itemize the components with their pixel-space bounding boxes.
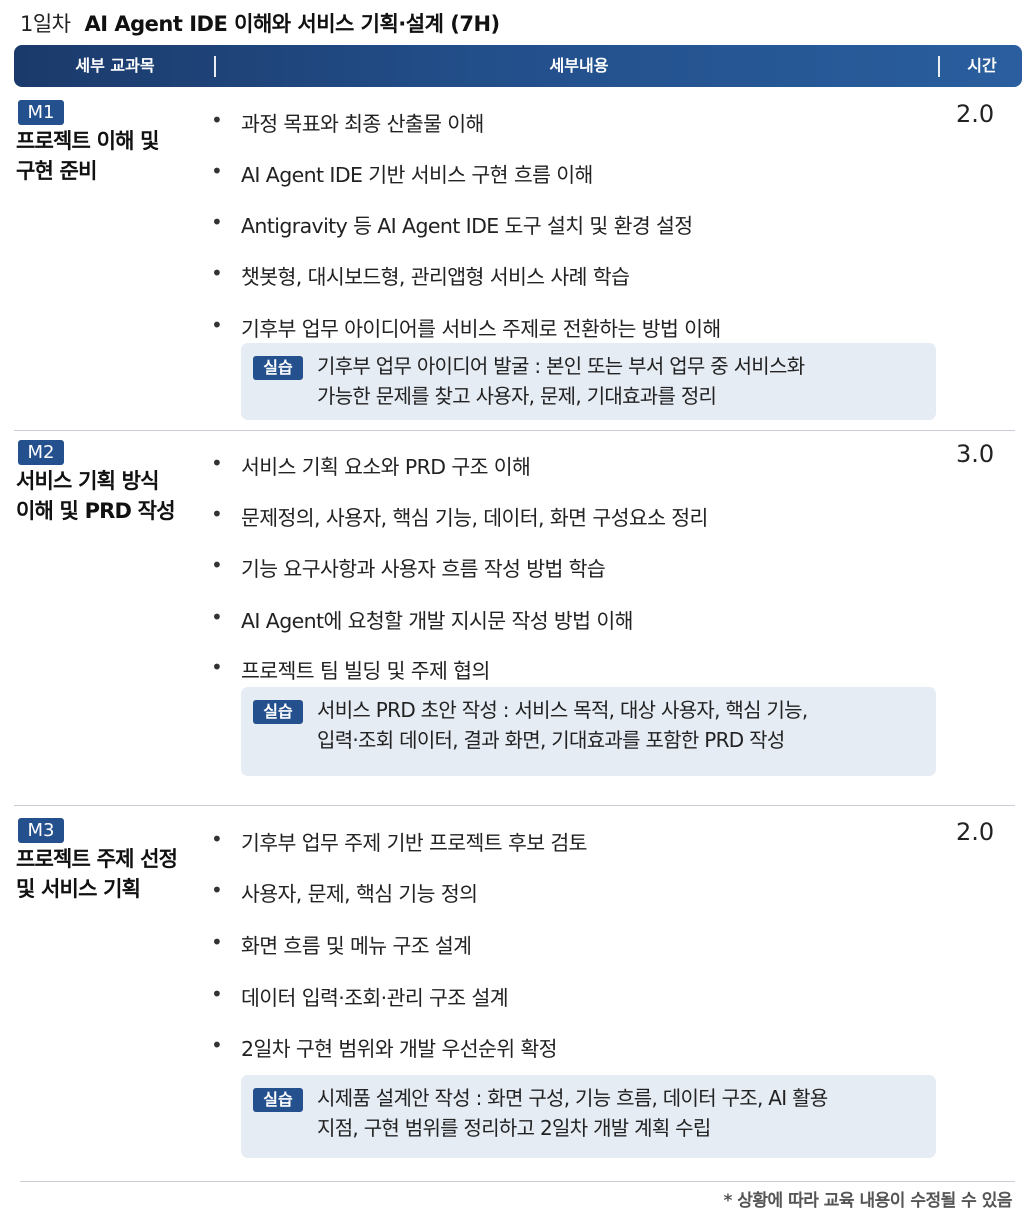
practice-line: 입력·조회 데이터, 결과 화면, 기대효과를 포함한 PRD 작성 xyxy=(317,728,785,752)
module-hours: 2.0 xyxy=(956,818,995,846)
bullet-icon: • xyxy=(211,159,223,183)
bullet-icon: • xyxy=(211,1033,223,1057)
module-title-line: 이해 및 PRD 작성 xyxy=(16,499,176,523)
module-tag: M1 xyxy=(18,100,64,125)
module-m2: M2 서비스 기획 방식 이해 및 PRD 작성 3.0 • 서비스 기획 요소… xyxy=(14,440,1015,806)
bullet-icon: • xyxy=(211,210,223,234)
footer-note: * 상황에 따라 교육 내용이 수정될 수 있음 xyxy=(723,1191,1012,1211)
list-item: 챗봇형, 대시보드형, 관리앱형 서비스 사례 학습 xyxy=(241,265,630,289)
bullet-icon: • xyxy=(211,313,223,337)
module-hours: 2.0 xyxy=(956,100,995,128)
module-title-line: 및 서비스 기획 xyxy=(16,877,141,901)
bullet-icon: • xyxy=(211,605,223,629)
header-divider xyxy=(938,56,940,77)
header-time: 시간 xyxy=(967,56,997,75)
list-item: 기후부 업무 아이디어를 서비스 주제로 전환하는 방법 이해 xyxy=(241,317,721,341)
list-item: 2일차 구현 범위와 개발 우선순위 확정 xyxy=(241,1037,558,1061)
practice-box: 실습 시제품 설계안 작성 : 화면 구성, 기능 흐름, 데이터 구조, AI… xyxy=(241,1075,936,1158)
list-item: 서비스 기획 요소와 PRD 구조 이해 xyxy=(241,455,531,479)
practice-text: 서비스 PRD 초안 작성 : 서비스 목적, 대상 사용자, 핵심 기능, 입… xyxy=(317,695,917,755)
course-title: AI Agent IDE 이해와 서비스 기획·설계 (7H) xyxy=(84,12,501,36)
bullet-icon: • xyxy=(211,930,223,954)
bullet-icon: • xyxy=(211,553,223,577)
footer-divider xyxy=(20,1181,1015,1182)
table-header: 세부 교과목 세부내용 시간 xyxy=(14,45,1022,87)
module-title-line: 서비스 기획 방식 xyxy=(16,469,159,493)
module-tag: M3 xyxy=(18,818,64,843)
header-subject: 세부 교과목 xyxy=(75,56,155,75)
list-item: 기능 요구사항과 사용자 흐름 작성 방법 학습 xyxy=(241,557,606,581)
list-item: Antigravity 등 AI Agent IDE 도구 설치 및 환경 설정 xyxy=(241,214,693,238)
bullet-icon: • xyxy=(211,827,223,851)
practice-tag: 실습 xyxy=(253,1088,303,1112)
module-m3: M3 프로젝트 주제 선정 및 서비스 기획 2.0 • 기후부 업무 주제 기… xyxy=(14,818,1015,1163)
day-label: 1일차 xyxy=(20,12,71,36)
module-title-line: 구현 준비 xyxy=(16,159,97,183)
practice-line: 기후부 업무 아이디어 발굴 : 본인 또는 부서 업무 중 서비스화 xyxy=(317,354,805,378)
bullet-icon: • xyxy=(211,655,223,679)
list-item: 사용자, 문제, 핵심 기능 정의 xyxy=(241,882,478,906)
list-item: 기후부 업무 주제 기반 프로젝트 후보 검토 xyxy=(241,831,588,855)
list-item: AI Agent에 요청할 개발 지시문 작성 방법 이해 xyxy=(241,609,633,633)
bullet-icon: • xyxy=(211,878,223,902)
module-title: 서비스 기획 방식 이해 및 PRD 작성 xyxy=(16,466,216,526)
bullet-icon: • xyxy=(211,451,223,475)
bullet-icon: • xyxy=(211,982,223,1006)
practice-box: 실습 서비스 PRD 초안 작성 : 서비스 목적, 대상 사용자, 핵심 기능… xyxy=(241,687,936,776)
practice-box: 실습 기후부 업무 아이디어 발굴 : 본인 또는 부서 업무 중 서비스화 가… xyxy=(241,343,936,420)
list-item: 프로젝트 팀 빌딩 및 주제 협의 xyxy=(241,659,490,683)
list-item: 문제정의, 사용자, 핵심 기능, 데이터, 화면 구성요소 정리 xyxy=(241,506,708,530)
practice-tag: 실습 xyxy=(253,700,303,724)
practice-tag: 실습 xyxy=(253,356,303,380)
list-item: 화면 흐름 및 메뉴 구조 설계 xyxy=(241,934,472,958)
list-item: AI Agent IDE 기반 서비스 구현 흐름 이해 xyxy=(241,163,593,187)
list-item: 과정 목표와 최종 산출물 이해 xyxy=(241,112,484,136)
practice-line: 가능한 문제를 찾고 사용자, 문제, 기대효과를 정리 xyxy=(317,384,717,408)
page-title: 1일차 AI Agent IDE 이해와 서비스 기획·설계 (7H) xyxy=(20,8,500,38)
practice-text: 기후부 업무 아이디어 발굴 : 본인 또는 부서 업무 중 서비스화 가능한 … xyxy=(317,351,917,411)
practice-line: 시제품 설계안 작성 : 화면 구성, 기능 흐름, 데이터 구조, AI 활용 xyxy=(317,1086,828,1110)
list-item: 데이터 입력·조회·관리 구조 설계 xyxy=(241,986,509,1010)
module-title: 프로젝트 이해 및 구현 준비 xyxy=(16,126,216,186)
bullet-icon: • xyxy=(211,261,223,285)
practice-text: 시제품 설계안 작성 : 화면 구성, 기능 흐름, 데이터 구조, AI 활용… xyxy=(317,1083,917,1143)
header-detail: 세부내용 xyxy=(549,56,609,75)
module-title: 프로젝트 주제 선정 및 서비스 기획 xyxy=(16,844,216,904)
module-hours: 3.0 xyxy=(956,440,995,468)
module-title-line: 프로젝트 이해 및 xyxy=(16,129,159,153)
module-m1: M1 프로젝트 이해 및 구현 준비 2.0 • 과정 목표와 최종 산출물 이… xyxy=(14,100,1015,431)
practice-line: 지점, 구현 범위를 정리하고 2일차 개발 계획 수립 xyxy=(317,1116,711,1140)
module-tag: M2 xyxy=(18,440,64,465)
practice-line: 서비스 PRD 초안 작성 : 서비스 목적, 대상 사용자, 핵심 기능, xyxy=(317,698,808,722)
header-divider xyxy=(214,56,216,77)
bullet-icon: • xyxy=(211,108,223,132)
bullet-icon: • xyxy=(211,502,223,526)
module-title-line: 프로젝트 주제 선정 xyxy=(16,847,178,871)
